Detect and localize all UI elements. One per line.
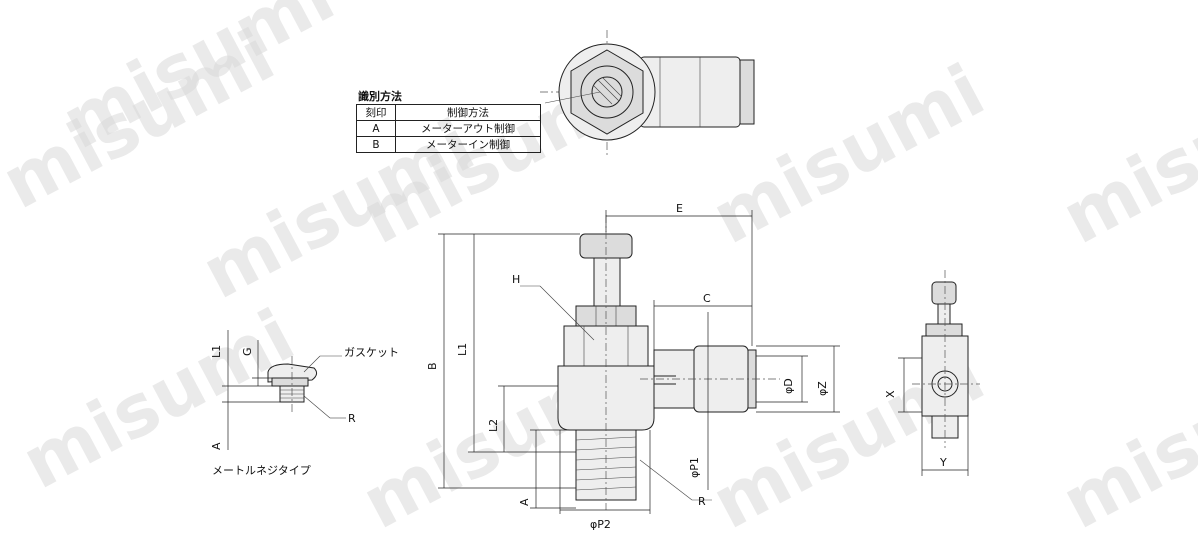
label-phi-z: φZ [816,381,829,396]
label-c: C [703,292,711,305]
table-cell: B [356,136,396,153]
label-g: G [241,347,254,356]
label-y: Y [939,456,947,469]
label-b: B [426,362,439,370]
table-header-cell: 刻印 [356,104,396,121]
label-l1: L1 [456,343,469,356]
table-row: B メーターイン制御 [356,136,541,153]
metric-thread-view: L1 G A R [210,330,356,450]
watermark: misumi [1049,333,1198,545]
label-l1-metric: L1 [210,345,223,358]
metric-thread-note: メートルネジタイプ [212,464,311,477]
table-header-row: 刻印 制御方法 [356,104,541,121]
label-phi-p1: φP1 [688,457,701,478]
table-cell: メーターアウト制御 [395,120,541,137]
label-phi-d: φD [782,378,795,394]
top-view [540,30,755,155]
label-r-metric: R [348,412,356,425]
label-r: R [698,495,706,508]
table-cell: メーターイン制御 [395,136,541,153]
label-h: H [512,273,520,286]
dimension-labels: E C H B L1 L2 A φP2 φP1 φD φZ R [426,202,829,531]
gasket-label: ガスケット [344,346,399,359]
label-a: A [518,498,531,506]
label-x: X [884,390,897,398]
label-l2: L2 [487,419,500,432]
id-table-title: 識別方法 [358,90,402,103]
table-row: A メーターアウト制御 [356,120,541,137]
label-a-metric: A [210,442,223,450]
identification-table: 刻印 制御方法 A メーターアウト制御 B メーターイン制御 [356,104,541,153]
side-view: X Y [884,270,980,476]
label-e: E [676,202,683,215]
watermark: misumi [49,0,348,165]
table-cell: A [356,120,396,137]
front-view [557,215,780,510]
watermark: misumi [1049,48,1198,260]
table-header-cell: 制御方法 [395,104,541,121]
label-phi-p2: φP2 [590,518,611,531]
dimension-lines [438,210,840,514]
